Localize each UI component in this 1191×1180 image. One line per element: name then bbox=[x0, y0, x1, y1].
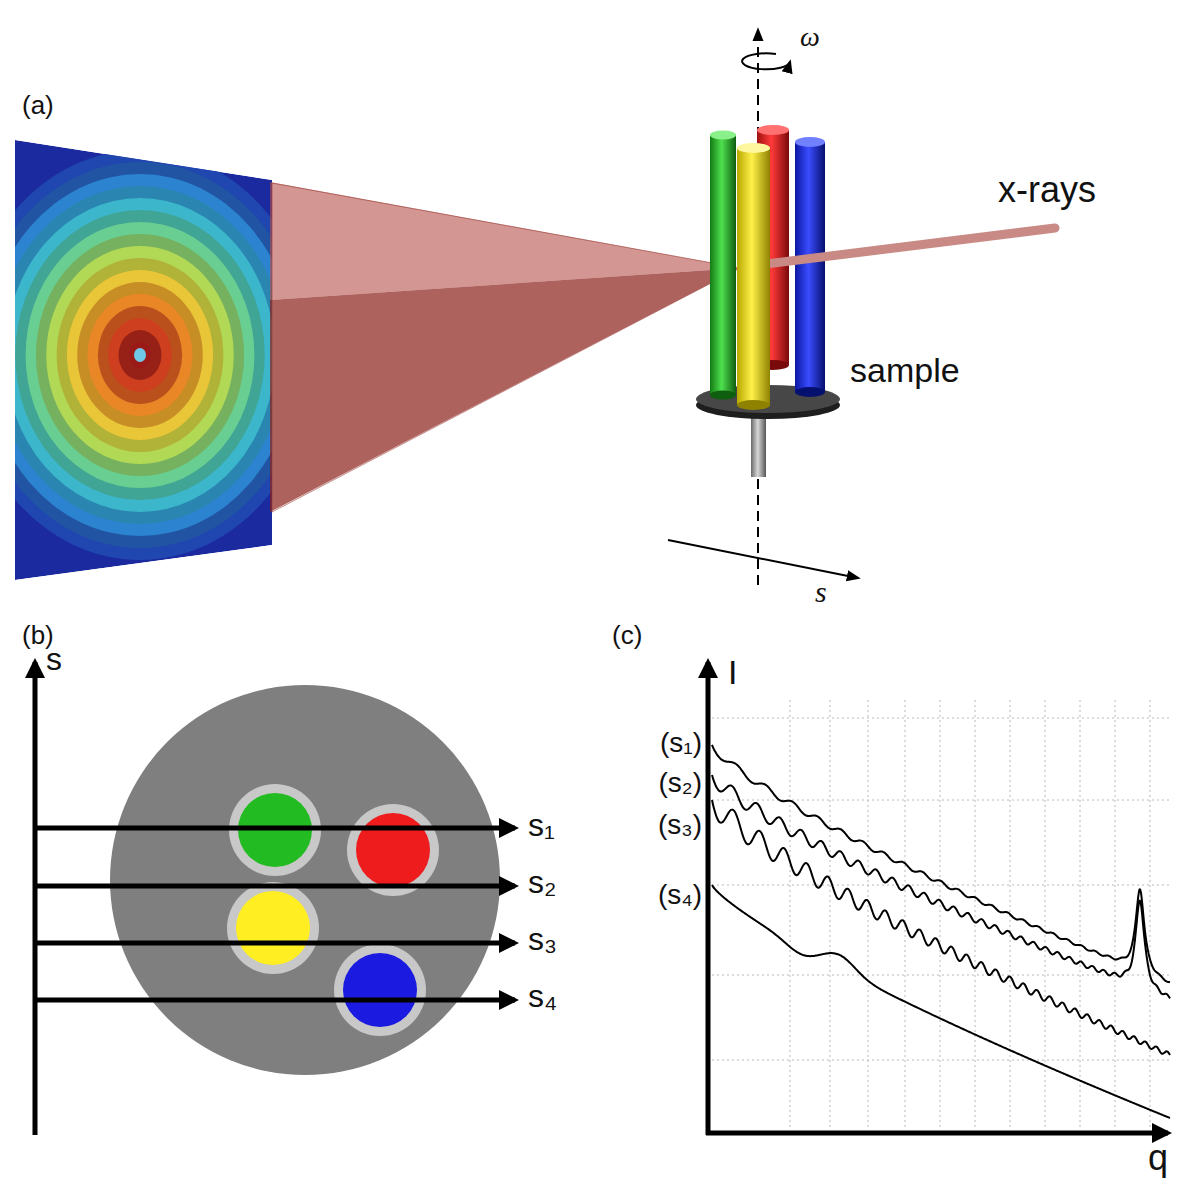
axis-label: I bbox=[728, 652, 737, 693]
diffraction-ring bbox=[0, 174, 296, 536]
panel-letter: (a) bbox=[22, 90, 54, 121]
scattering-curves bbox=[712, 745, 1170, 1118]
grid-line bbox=[712, 885, 1170, 886]
curve-label: (s₁) bbox=[660, 726, 702, 760]
diffraction-ring bbox=[36, 234, 244, 476]
grid-line bbox=[1115, 700, 1116, 1130]
intensity-curve bbox=[712, 800, 1170, 1055]
diffraction-ring bbox=[5, 198, 275, 512]
scan-position: s₃ bbox=[528, 920, 557, 958]
diffraction-ring bbox=[57, 258, 224, 452]
grid-line bbox=[940, 700, 941, 1130]
axis-label: s bbox=[46, 640, 62, 678]
diffraction-ring bbox=[88, 294, 193, 416]
sample-cylinder bbox=[710, 131, 736, 400]
scan-position: s₂ bbox=[528, 863, 556, 901]
curve-label: (s₂) bbox=[658, 766, 702, 800]
detector-screen bbox=[0, 140, 316, 580]
curve-label: (s₄) bbox=[658, 878, 702, 912]
grid-line bbox=[1150, 700, 1151, 1130]
incident-beam bbox=[742, 228, 1055, 267]
grid-line bbox=[1080, 700, 1081, 1130]
intensity-axis bbox=[706, 662, 711, 1135]
grid-line bbox=[712, 718, 1170, 719]
diffraction-ring bbox=[26, 222, 255, 488]
diffraction-ring bbox=[0, 150, 316, 560]
intensity-curve bbox=[712, 885, 1170, 1118]
diffraction-ring bbox=[108, 318, 172, 392]
grid-line bbox=[712, 1060, 1170, 1061]
grid-line bbox=[868, 700, 869, 1130]
diffraction-ring bbox=[119, 330, 162, 380]
diffraction-ring bbox=[129, 342, 151, 368]
scan-axis bbox=[668, 540, 858, 578]
scan-lines bbox=[35, 828, 515, 1000]
beam-spot bbox=[134, 348, 146, 362]
q-axis bbox=[706, 1131, 1168, 1136]
sample-label: sample bbox=[850, 350, 960, 391]
diffraction-ring bbox=[46, 246, 233, 464]
panel-letter: (c) bbox=[612, 620, 642, 651]
axis-label: q bbox=[1148, 1136, 1168, 1179]
diffraction-rings bbox=[0, 150, 316, 560]
rotation-arrow bbox=[742, 53, 790, 69]
grid-line bbox=[905, 700, 906, 1130]
sample-cylinder bbox=[737, 143, 770, 410]
cone-edge bbox=[272, 183, 740, 512]
scan-position: s₄ bbox=[528, 977, 557, 1015]
diffraction-ring bbox=[0, 186, 285, 524]
rotation-symbol: ω bbox=[800, 20, 820, 54]
sample-cylinder bbox=[795, 137, 825, 397]
scan-axis-label: s bbox=[815, 574, 827, 610]
intensity-curve bbox=[712, 775, 1170, 998]
plot-grid bbox=[712, 700, 1170, 1130]
diffraction-ring bbox=[15, 210, 264, 500]
beam-label: x-rays bbox=[998, 168, 1096, 211]
grid-line bbox=[975, 700, 976, 1130]
scan-position: s₁ bbox=[528, 806, 555, 844]
grid-line bbox=[790, 700, 791, 1130]
grid-line bbox=[830, 700, 831, 1130]
diffraction-ring bbox=[98, 306, 182, 404]
diffraction-ring bbox=[77, 282, 203, 428]
sample-cross-section bbox=[110, 685, 500, 1075]
curve-label: (s₃) bbox=[658, 808, 702, 842]
grid-line bbox=[712, 975, 1170, 976]
s-axis bbox=[33, 662, 38, 1135]
diffraction-ring bbox=[0, 162, 306, 548]
diffraction-ring bbox=[67, 270, 213, 440]
